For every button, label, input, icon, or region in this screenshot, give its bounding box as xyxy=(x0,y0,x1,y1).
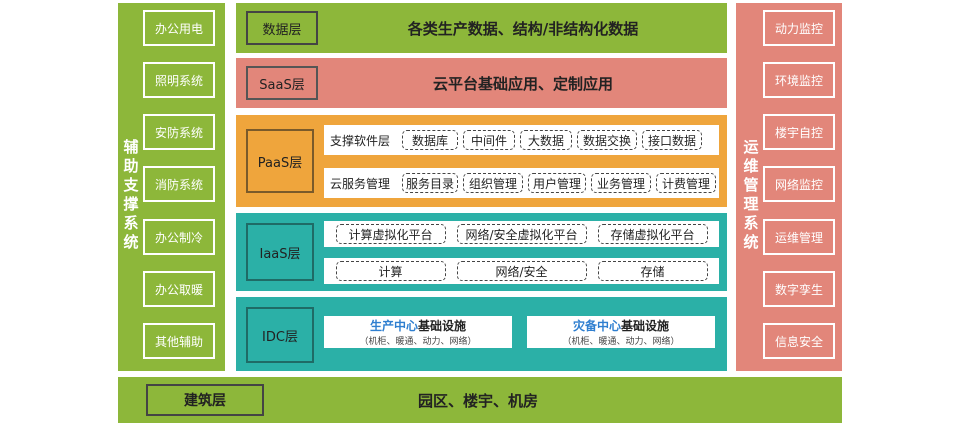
paas-item-business-mgmt[interactable]: 业务管理 xyxy=(591,173,651,193)
idc-production-title-text: 基础设施 xyxy=(418,319,467,333)
idc-production-highlight: 生产中心 xyxy=(369,319,418,333)
right-panel-title: 运维管理系统 xyxy=(743,138,759,251)
right-item-2[interactable]: 环境监控 xyxy=(763,62,835,98)
paas-item-database[interactable]: 数据库 xyxy=(402,130,458,150)
left-item-3[interactable]: 安防系统 xyxy=(143,114,215,150)
paas-row-cloud-mgmt-label: 云服务管理 xyxy=(330,176,391,191)
idc-production-title: 生产中心基础设施 xyxy=(370,317,466,334)
iaas-row-resources: 计算 网络/安全 存储 xyxy=(324,258,719,284)
left-panel-title: 辅助支撑系统 xyxy=(123,138,139,251)
iaas-item-compute[interactable]: 计算 xyxy=(335,261,446,281)
iaas-item-network[interactable]: 网络/安全 xyxy=(456,261,587,281)
building-layer-text: 园区、楼宇、机房 xyxy=(417,391,538,410)
left-item-2[interactable]: 照明系统 xyxy=(143,62,215,98)
idc-disaster-sub: （机柜、暖通、动力、网络） xyxy=(562,337,680,347)
data-layer: 数据层 各类生产数据、结构/非结构化数据 xyxy=(236,3,727,53)
paas-item-service-catalog[interactable]: 服务目录 xyxy=(402,173,458,193)
paas-item-data-exchange[interactable]: 数据交换 xyxy=(577,130,637,150)
iaas-item-compute-virt[interactable]: 计算虚拟化平台 xyxy=(335,224,446,244)
idc-disaster-title: 灾备中心基础设施 xyxy=(573,317,669,334)
right-item-1[interactable]: 动力监控 xyxy=(763,10,835,46)
right-item-6[interactable]: 数字孪生 xyxy=(763,271,835,307)
data-layer-tag[interactable]: 数据层 xyxy=(246,11,318,45)
paas-item-middleware[interactable]: 中间件 xyxy=(463,130,515,150)
idc-disaster-center[interactable]: 灾备中心基础设施 （机柜、暖通、动力、网络） xyxy=(527,316,715,348)
iaas-row-virtualization: 计算虚拟化平台 网络/安全虚拟化平台 存储虚拟化平台 xyxy=(324,221,719,247)
building-layer-tag[interactable]: 建筑层 xyxy=(146,384,264,416)
paas-item-org-mgmt[interactable]: 组织管理 xyxy=(463,173,523,193)
idc-disaster-title-text: 基础设施 xyxy=(621,319,670,333)
paas-item-bigdata[interactable]: 大数据 xyxy=(520,130,572,150)
right-item-3[interactable]: 楼宇自控 xyxy=(763,114,835,150)
paas-item-user-mgmt[interactable]: 用户管理 xyxy=(528,173,586,193)
left-support-panel: 辅助支撑系统 办公用电 照明系统 安防系统 消防系统 办公制冷 办公取暖 其他辅… xyxy=(118,3,225,371)
paas-layer: PaaS层 支撑软件层 数据库 中间件 大数据 数据交换 接口数据 云服务管理 … xyxy=(236,115,727,207)
idc-layer: IDC层 生产中心基础设施 （机柜、暖通、动力、网络） 灾备中心基础设施 （机柜… xyxy=(236,297,727,371)
left-item-6[interactable]: 办公取暖 xyxy=(143,271,215,307)
left-item-7[interactable]: 其他辅助 xyxy=(143,323,215,359)
left-item-4[interactable]: 消防系统 xyxy=(143,166,215,202)
idc-disaster-highlight: 灾备中心 xyxy=(572,319,621,333)
building-layer: 建筑层 园区、楼宇、机房 xyxy=(118,377,842,423)
iaas-item-storage-virt[interactable]: 存储虚拟化平台 xyxy=(597,224,708,244)
paas-row-cloud-mgmt: 云服务管理 服务目录 组织管理 用户管理 业务管理 计费管理 xyxy=(324,168,719,198)
saas-layer-text: 云平台基础应用、定制应用 xyxy=(432,74,613,93)
idc-production-center[interactable]: 生产中心基础设施 （机柜、暖通、动力、网络） xyxy=(324,316,512,348)
paas-row-support: 支撑软件层 数据库 中间件 大数据 数据交换 接口数据 xyxy=(324,125,719,155)
idc-production-sub: （机柜、暖通、动力、网络） xyxy=(359,337,477,347)
left-item-5[interactable]: 办公制冷 xyxy=(143,219,215,255)
idc-layer-tag[interactable]: IDC层 xyxy=(246,307,314,363)
data-layer-text: 各类生产数据、结构/非结构化数据 xyxy=(407,19,639,38)
right-item-4[interactable]: 网络监控 xyxy=(763,166,835,202)
left-item-1[interactable]: 办公用电 xyxy=(143,10,215,46)
right-item-7[interactable]: 信息安全 xyxy=(763,323,835,359)
paas-layer-tag[interactable]: PaaS层 xyxy=(246,129,314,193)
iaas-item-storage[interactable]: 存储 xyxy=(597,261,708,281)
saas-layer-tag[interactable]: SaaS层 xyxy=(246,66,318,100)
paas-row-support-label: 支撑软件层 xyxy=(330,133,391,148)
paas-item-billing-mgmt[interactable]: 计费管理 xyxy=(656,173,716,193)
iaas-layer: IaaS层 计算虚拟化平台 网络/安全虚拟化平台 存储虚拟化平台 计算 网络/安… xyxy=(236,213,727,291)
right-item-5[interactable]: 运维管理 xyxy=(763,219,835,255)
paas-item-interface-data[interactable]: 接口数据 xyxy=(642,130,702,150)
right-ops-panel: 运维管理系统 动力监控 环境监控 楼宇自控 网络监控 运维管理 数字孪生 信息安… xyxy=(736,3,842,371)
iaas-item-network-virt[interactable]: 网络/安全虚拟化平台 xyxy=(456,224,587,244)
saas-layer: SaaS层 云平台基础应用、定制应用 xyxy=(236,58,727,108)
iaas-layer-tag[interactable]: IaaS层 xyxy=(246,223,314,281)
